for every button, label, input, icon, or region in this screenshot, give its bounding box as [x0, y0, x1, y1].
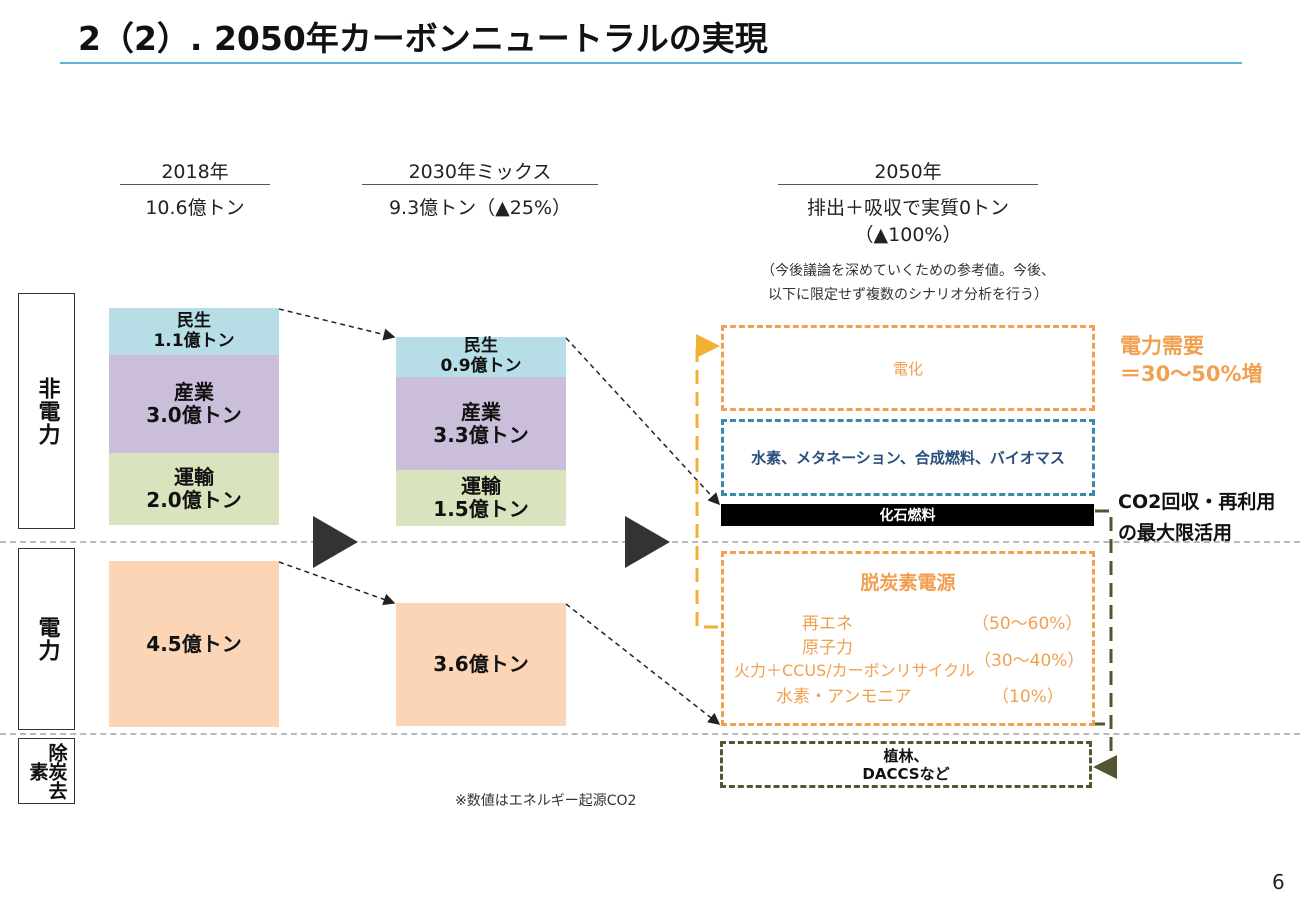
electrification-box: 電化 — [721, 325, 1095, 411]
decarbonized-power-title: 脱炭素電源 — [860, 572, 956, 594]
row-label-non-power: 非電力 — [18, 293, 75, 529]
bar-2030-unyu-value: 1.5億トン — [433, 497, 529, 521]
bar-2018-minsei-value: 1.1億トン — [153, 330, 235, 351]
title-underline — [60, 62, 1242, 64]
slide-title: 2（2）. 2050年カーボンニュートラルの実現 — [78, 19, 768, 58]
col-2050-reduction: （▲100%） — [854, 224, 962, 246]
bar-2030-unyu-name: 運輸 — [461, 474, 501, 498]
bar-2030-unyu: 運輸 1.5億トン — [396, 470, 566, 526]
arrow-2030-2050-top — [565, 337, 721, 506]
row-label-power: 電力 — [18, 548, 75, 730]
decarbonized-power-box: 脱炭素電源 再エネ （50～60%） 原子力 火力＋CCUS/カーボンリサイクル… — [721, 551, 1095, 726]
footnote: ※数値はエネルギー起源CO2 — [455, 793, 637, 809]
col-2030-year: 2030年ミックス — [408, 161, 552, 183]
bar-2030-power-value: 3.6億トン — [433, 652, 529, 676]
col-2018-year: 2018年 — [161, 161, 229, 183]
electrification-label: 電化 — [892, 359, 923, 378]
row-label-power-text: 電力 — [34, 616, 60, 662]
co2-capture-line1: CO2回収・再利用 — [1118, 491, 1276, 513]
bar-2018-sangyo-value: 3.0億トン — [146, 403, 242, 427]
bar-2030-sangyo: 産業 3.3億トン — [396, 377, 566, 470]
col-2030-rule — [362, 184, 598, 185]
carbon-removal-line1: 植林、 — [883, 746, 929, 765]
carbon-removal-line2: DACCSなど — [862, 764, 950, 783]
mix-nuclear: 原子力 — [802, 638, 853, 658]
separator-power-removal — [0, 733, 1300, 735]
mix-thermal-ccus: 火力＋CCUS/カーボンリサイクル — [734, 661, 975, 680]
bar-2030-minsei-name: 民生 — [464, 336, 498, 357]
mix-hydrogen-ammonia-share: （10%） — [992, 687, 1064, 707]
bar-2030-sangyo-name: 産業 — [461, 399, 501, 424]
transition-triangle-2 — [625, 516, 670, 568]
fossil-fuel-bar: 化石燃料 — [721, 504, 1094, 526]
power-demand-line1: 電力需要 — [1120, 334, 1204, 358]
bar-2018-power-value: 4.5億トン — [146, 631, 242, 656]
arrow-2030-2050-power — [565, 603, 721, 725]
bar-2018-minsei: 民生 1.1億トン — [109, 308, 279, 355]
col-2050-total: 排出＋吸収で実質0トン — [806, 197, 1010, 219]
col-2050-rule — [778, 184, 1038, 185]
bar-2018-unyu: 運輸 2.0億トン — [109, 453, 279, 525]
arrow-2018-2030-power — [278, 561, 396, 606]
col-2050-note-1: （今後議論を深めていくための参考値。今後、 — [761, 263, 1055, 279]
mix-renewable: 再エネ — [802, 614, 853, 634]
bar-2018-minsei-name: 民生 — [177, 310, 211, 331]
bar-2018-unyu-name: 運輸 — [174, 465, 214, 489]
bar-2030-minsei: 民生 0.9億トン — [396, 337, 566, 377]
bar-2018-sangyo-name: 産業 — [174, 380, 214, 404]
bar-2030-sangyo-value: 3.3億トン — [433, 422, 529, 447]
bar-2018-sangyo: 産業 3.0億トン — [109, 355, 279, 453]
mix-renewable-share: （50～60%） — [972, 614, 1083, 634]
mix-nuclear-thermal-share: （30～40%） — [974, 651, 1085, 671]
co2-removal-bracket-arrow — [1093, 509, 1117, 779]
row-label-removal-text: 除炭去素 — [26, 742, 68, 800]
electrification-bracket-arrow — [695, 334, 720, 629]
row-label-non-power-text: 非電力 — [34, 376, 60, 446]
carbon-removal-box: 植林、 DACCSなど — [720, 741, 1092, 788]
page-number: 6 — [1272, 870, 1285, 894]
col-2050-note-2: 以下に限定せず複数のシナリオ分析を行う） — [768, 287, 1048, 303]
co2-capture-line2: の最大限活用 — [1118, 522, 1233, 544]
bar-2018-power: 4.5億トン — [109, 561, 279, 727]
hydrogen-synthetic-fuels-label: 水素、メタネーション、合成燃料、バイオマス — [751, 449, 1065, 467]
bar-2030-power: 3.6億トン — [396, 603, 566, 726]
col-2050-year: 2050年 — [874, 161, 942, 183]
fossil-fuel-label: 化石燃料 — [879, 508, 936, 524]
bar-2030-minsei-value: 0.9億トン — [440, 356, 522, 376]
mix-hydrogen-ammonia: 水素・アンモニア — [776, 687, 912, 707]
hydrogen-synthetic-fuels-box: 水素、メタネーション、合成燃料、バイオマス — [721, 419, 1095, 496]
power-demand-line2: ＝30～50%増 — [1120, 362, 1263, 386]
col-2018-total: 10.6億トン — [145, 197, 245, 219]
col-2018-rule — [120, 184, 270, 185]
transition-triangle-1 — [313, 516, 358, 568]
row-label-removal: 除炭去素 — [18, 738, 75, 804]
arrow-2018-2030-top — [278, 308, 396, 341]
col-2030-total: 9.3億トン（▲25%） — [388, 197, 572, 219]
bar-2018-unyu-value: 2.0億トン — [146, 488, 242, 512]
